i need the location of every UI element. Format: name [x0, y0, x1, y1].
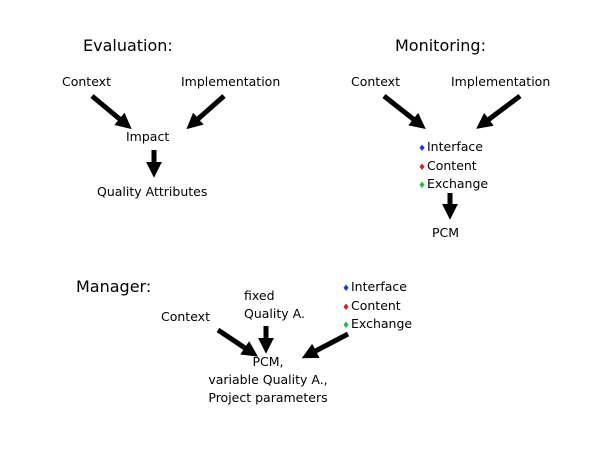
- arrow-mgr-context-to-result: [216, 327, 258, 357]
- legend-item-exchange: ♦Exchange: [342, 316, 412, 335]
- arrow-mgr-legend-to-result: [301, 331, 350, 359]
- evaluation-impact-label: Impact: [126, 129, 170, 144]
- evaluation-heading: Evaluation:: [83, 36, 173, 55]
- manager-quality-a-label: Quality A.: [244, 306, 305, 321]
- manager-result-pcm: PCM,: [252, 354, 284, 369]
- diamond-icon: ♦: [342, 321, 351, 331]
- legend-item-interface: ♦Interface: [418, 139, 488, 158]
- monitoring-pcm-label: PCM: [432, 225, 460, 240]
- diamond-icon: ♦: [418, 162, 427, 173]
- monitoring-heading: Monitoring:: [395, 36, 486, 55]
- legend-label: Content: [427, 157, 477, 173]
- diamond-icon: ♦: [418, 181, 427, 191]
- arrow-eval-impl-to-impact: [186, 94, 226, 130]
- arrow-mon-context-to-legend: [382, 94, 426, 129]
- monitoring-implementation-label: Implementation: [451, 74, 551, 89]
- monitoring-legend: ♦Interface ♦Content ♦Exchange: [418, 139, 488, 195]
- legend-label: Content: [351, 297, 401, 313]
- monitoring-context-label: Context: [351, 74, 400, 89]
- evaluation-implementation-label: Implementation: [181, 74, 281, 89]
- legend-label: Exchange: [351, 316, 413, 331]
- evaluation-context-label: Context: [62, 74, 111, 89]
- diamond-icon: ♦: [342, 302, 351, 313]
- manager-legend: ♦Interface ♦Content ♦Exchange: [342, 279, 412, 335]
- legend-item-exchange: ♦Exchange: [418, 176, 488, 195]
- evaluation-quality-attributes-label: Quality Attributes: [97, 184, 208, 199]
- legend-label: Exchange: [427, 176, 489, 191]
- diamond-icon: ♦: [342, 284, 351, 294]
- legend-item-interface: ♦Interface: [342, 279, 412, 298]
- legend-label: Interface: [351, 279, 407, 294]
- manager-result-variable-quality: variable Quality A.,: [208, 372, 328, 387]
- arrow-eval-context-to-impact: [90, 94, 132, 130]
- manager-context-label: Context: [161, 309, 210, 324]
- arrow-mon-impl-to-legend: [476, 94, 522, 129]
- manager-result-project-parameters: Project parameters: [208, 390, 328, 405]
- manager-fixed-label: fixed: [244, 288, 275, 303]
- legend-label: Interface: [427, 139, 483, 154]
- legend-item-content: ♦Content: [342, 298, 412, 317]
- diamond-icon: ♦: [418, 144, 427, 154]
- manager-heading: Manager:: [76, 277, 152, 296]
- legend-item-content: ♦Content: [418, 158, 488, 177]
